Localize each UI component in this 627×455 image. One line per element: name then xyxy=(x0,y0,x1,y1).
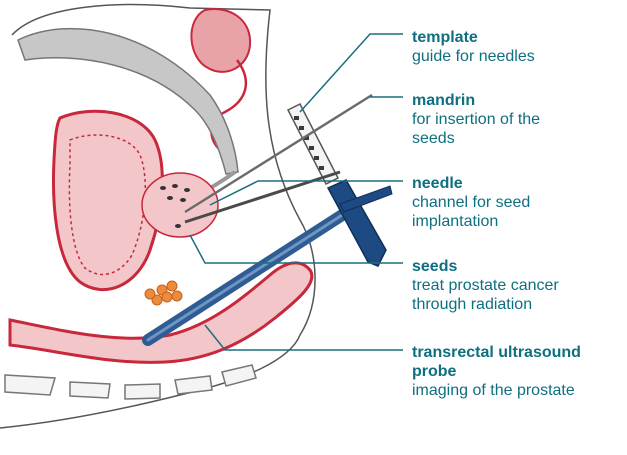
testis xyxy=(191,9,250,72)
label-needle-title: needle xyxy=(412,174,530,193)
label-seeds-title: seeds xyxy=(412,257,559,276)
label-seeds-desc-line-1: treat prostate cancer xyxy=(412,276,559,295)
label-template-title: template xyxy=(412,28,535,47)
label-needle-desc-line-1: channel for seed xyxy=(412,193,530,212)
leader-lines xyxy=(190,34,403,350)
leader-template xyxy=(300,34,403,112)
label-probe-desc: imaging of the prostate xyxy=(412,381,581,400)
label-probe-title-line-1: transrectal ultrasound xyxy=(412,343,581,362)
spine-bones xyxy=(5,365,256,399)
label-mandrin: mandrin for insertion of the seeds xyxy=(412,91,540,148)
seed-cluster-icon xyxy=(145,281,182,305)
label-probe: transrectal ultrasound probe imaging of … xyxy=(412,343,581,400)
label-probe-title-line-2: probe xyxy=(412,362,581,381)
label-mandrin-desc-line-2: seeds xyxy=(412,129,540,148)
label-seeds-desc-line-2: through radiation xyxy=(412,295,559,314)
rectum xyxy=(10,263,312,363)
label-needle: needle channel for seed implantation xyxy=(412,174,530,231)
label-mandrin-title: mandrin xyxy=(412,91,540,110)
label-mandrin-desc-line-1: for insertion of the xyxy=(412,110,540,129)
label-seeds: seeds treat prostate cancer through radi… xyxy=(412,257,559,314)
label-template-desc: guide for needles xyxy=(412,47,535,66)
label-needle-desc-line-2: implantation xyxy=(412,212,530,231)
label-template: template guide for needles xyxy=(412,28,535,66)
